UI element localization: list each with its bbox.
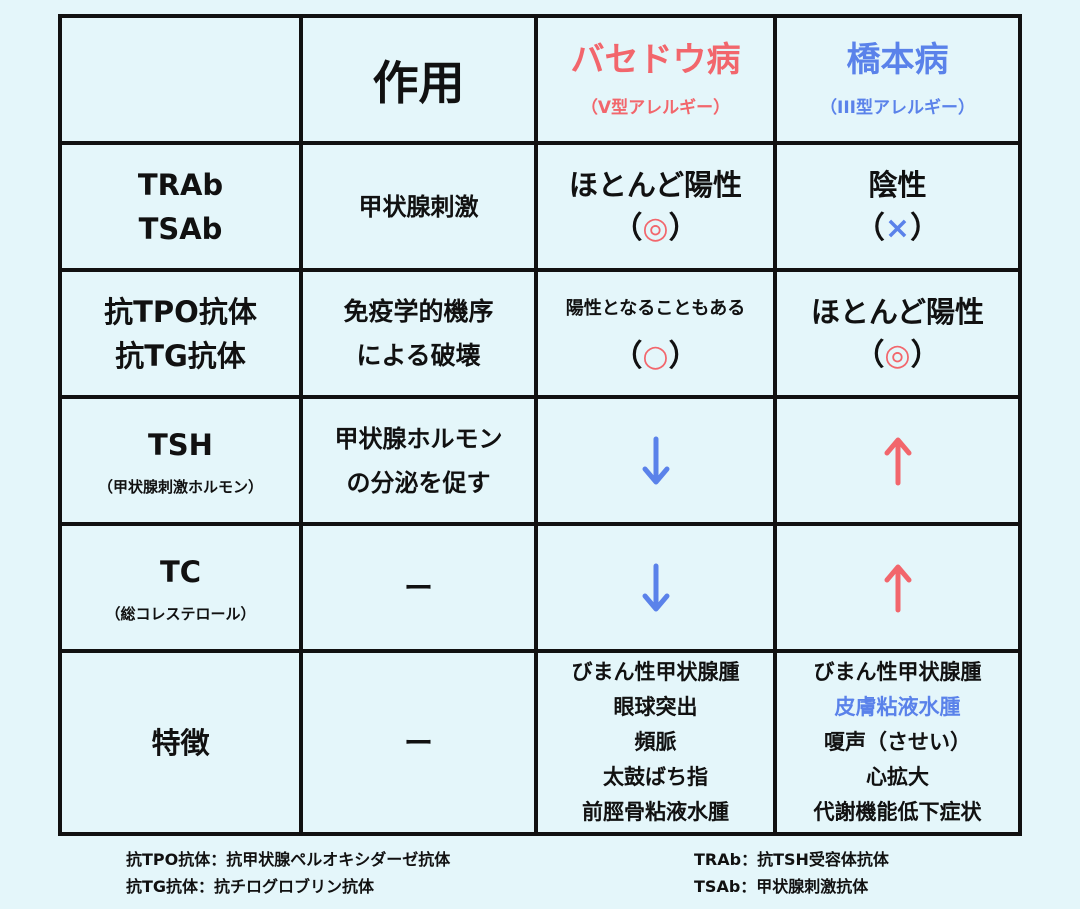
feature-item: 頻脈 (634, 730, 677, 754)
hashimoto-text: 陰性 (868, 167, 927, 202)
header-basedow-type: （V型アレルギー） (580, 97, 731, 118)
header-empty-cell (62, 18, 303, 145)
footnote-line: TRAb：抗TSH受容体抗体 (694, 850, 889, 869)
hashimoto-tc (777, 526, 1018, 653)
feature-item: 嗄声（させい） (824, 730, 971, 754)
header-basedow-cell: バセドウ病 （V型アレルギー） (538, 18, 777, 145)
feature-item: 代謝機能低下症状 (813, 800, 982, 824)
action-antibodies: 免疫学的機序 による破壊 (303, 272, 538, 399)
footnote-left: 抗TPO抗体：抗甲状腺ペルオキシダーゼ抗体 抗TG抗体：抗チログロブリン抗体 (126, 846, 450, 900)
action-dash: ー (403, 725, 433, 760)
up-arrow-icon (884, 564, 911, 612)
basedow-antibodies: 陽性となることもある （○） (538, 272, 777, 399)
feature-item: 太鼓ばち指 (603, 765, 708, 789)
action-dash: ー (403, 570, 433, 605)
footnote-right: TRAb：抗TSH受容体抗体 TSAb：甲状腺刺激抗体 (694, 846, 889, 900)
header-action-cell: 作用 (303, 18, 538, 145)
hashimoto-text: ほとんど陽性 (810, 294, 985, 329)
action-tc: ー (303, 526, 538, 653)
feature-item: 眼球突出 (613, 695, 698, 719)
row-label-sub: （甲状腺刺激ホルモン） (97, 477, 263, 496)
hashimoto-antibodies: ほとんど陽性 （◎） (777, 272, 1018, 399)
action-tsh: 甲状腺ホルモン の分泌を促す (303, 399, 538, 526)
up-arrow-icon (884, 437, 911, 485)
row-label-line: 抗TPO抗体 (104, 294, 257, 329)
action-text: 免疫学的機序 (343, 296, 494, 326)
header-hashimoto-type: （III型アレルギー） (820, 97, 975, 118)
footnote-line: 抗TPO抗体：抗甲状腺ペルオキシダーゼ抗体 (126, 850, 451, 869)
action-features: ー (303, 653, 538, 832)
footnote-line: TSAb：甲状腺刺激抗体 (694, 877, 869, 896)
row-label-sub: （総コレステロール） (105, 604, 256, 623)
header-basedow: バセドウ病 (570, 39, 741, 80)
row-label-line: TSAb (138, 211, 223, 246)
row-label-tc: TC （総コレステロール） (62, 526, 303, 653)
feature-item: 前脛骨粘液水腫 (582, 800, 729, 824)
action-text: の分泌を促す (346, 468, 491, 497)
basedow-mark: （○） (612, 338, 699, 374)
header-hashimoto-cell: 橋本病 （III型アレルギー） (777, 18, 1018, 145)
down-arrow-icon (642, 563, 669, 611)
basedow-tc (538, 526, 777, 653)
hashimoto-trab: 陰性 （×） (777, 145, 1018, 272)
basedow-text: 陽性となることもある (565, 297, 746, 319)
hashimoto-tsh (777, 399, 1018, 526)
feature-item: びまん性甲状腺腫 (571, 660, 740, 684)
basedow-text: ほとんど陽性 (568, 167, 743, 202)
action-trab: 甲状腺刺激 (303, 145, 538, 272)
action-text: 甲状腺ホルモン (334, 424, 503, 453)
header-hashimoto: 橋本病 (846, 39, 949, 80)
hashimoto-mark: （◎） (854, 337, 941, 373)
row-label-antibodies: 抗TPO抗体 抗TG抗体 (62, 272, 303, 399)
hashimoto-mark: （×） (854, 210, 941, 246)
row-label-line: TC (159, 554, 202, 589)
basedow-features: びまん性甲状腺腫 眼球突出 頻脈 太鼓ばち指 前脛骨粘液水腫 (538, 653, 777, 832)
down-arrow-icon (642, 436, 669, 484)
action-text: による破壊 (356, 340, 481, 370)
action-text: 甲状腺刺激 (358, 192, 479, 221)
comparison-table: 作用 バセドウ病 （V型アレルギー） 橋本病 （III型アレルギー） TRAb … (58, 14, 1022, 836)
footnote-line: 抗TG抗体：抗チログロブリン抗体 (126, 877, 375, 896)
basedow-trab: ほとんど陽性 （◎） (538, 145, 777, 272)
basedow-mark: （◎） (612, 210, 699, 246)
row-label-line: TRAb (137, 167, 224, 202)
feature-item: 心拡大 (866, 765, 929, 789)
row-label-features: 特徴 (62, 653, 303, 832)
feature-item: びまん性甲状腺腫 (813, 660, 982, 684)
row-label-tsh: TSH （甲状腺刺激ホルモン） (62, 399, 303, 526)
hashimoto-features: びまん性甲状腺腫 皮膚粘液水腫 嗄声（させい） 心拡大 代謝機能低下症状 (777, 653, 1018, 832)
feature-item-highlight: 皮膚粘液水腫 (834, 695, 961, 719)
header-action: 作用 (372, 55, 465, 110)
row-label-line: 抗TG抗体 (115, 338, 246, 373)
row-label-line: TSH (148, 427, 213, 462)
row-label-trab: TRAb TSAb (62, 145, 303, 272)
basedow-tsh (538, 399, 777, 526)
row-label-line: 特徴 (151, 725, 210, 760)
